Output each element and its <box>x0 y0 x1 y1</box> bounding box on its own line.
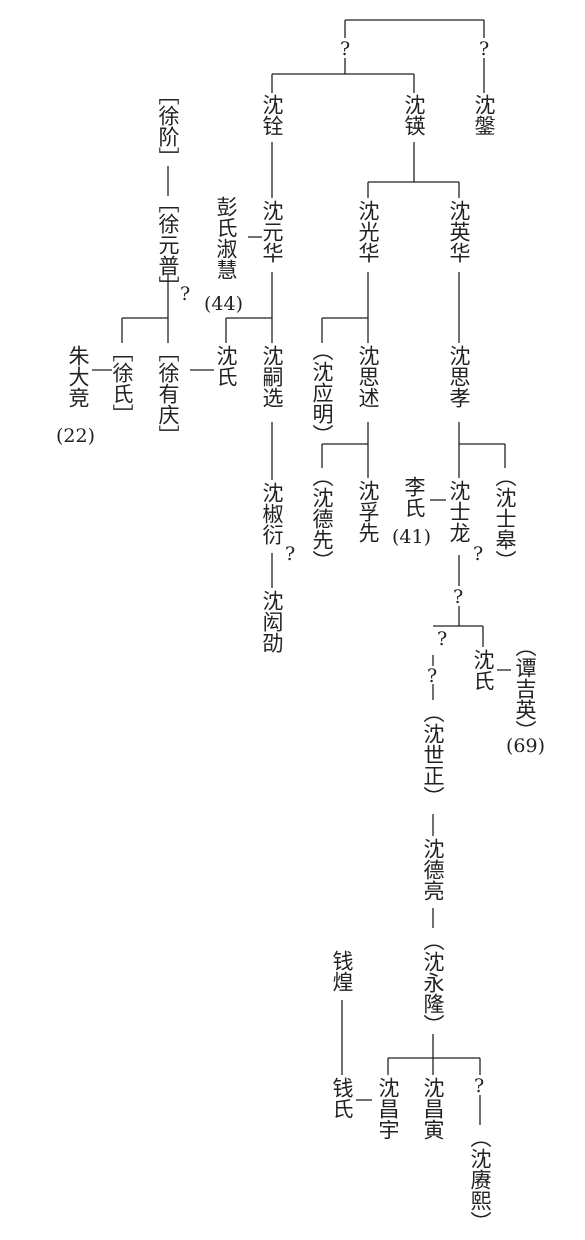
person-labels: ? ? 沈鎜 沈铨 沈锳 ［徐阶］ ［徐元普］ ? 彭氏淑慧 (44) 沈元华 … <box>56 38 545 1232</box>
person-shen-yinghua: 沈英华 <box>447 200 471 263</box>
person-shen-dexian: （沈德先） <box>310 466 334 571</box>
person-shen-guanghua: 沈光华 <box>356 200 380 263</box>
person-shen-pan: 沈鎜 <box>472 94 496 136</box>
person-li-shi: 李氏 <box>402 476 426 518</box>
person-shen-yuanhua: 沈元华 <box>260 200 284 263</box>
person-peng-shuhui: 彭氏淑慧 <box>214 196 238 280</box>
person-shen-changyu: 沈昌宇 <box>376 1077 400 1140</box>
person-shen-shi-b: 沈氏 <box>471 649 495 691</box>
person-shen-yingming: （沈应明） <box>310 340 334 445</box>
unknown-child-yonglong: ? <box>474 1075 484 1097</box>
person-tan-jiying: （谭吉英） <box>513 636 537 741</box>
person-qian-shi: 钱氏 <box>330 1077 354 1119</box>
person-shen-shizheng: （沈世正） <box>421 702 445 807</box>
person-xu-shi: ［徐氏］ <box>110 341 134 425</box>
person-shen-gengxi: （沈赓熙） <box>468 1127 492 1232</box>
person-shen-shi-a: 沈氏 <box>214 345 238 387</box>
unknown-branch-left-1: ? <box>437 628 447 650</box>
person-xu-jie: ［徐阶］ <box>156 84 180 168</box>
person-shen-wenshao: 沈闳劭 <box>260 590 284 653</box>
person-shen-zhong: 沈锳 <box>402 94 426 136</box>
person-shen-quan: 沈铨 <box>260 94 284 136</box>
person-xu-youqing: ［徐有庆］ <box>156 341 180 446</box>
person-shen-shigao: （沈士皋） <box>493 466 517 571</box>
person-zhu-age: (22) <box>56 425 95 447</box>
person-shen-changyin: 沈昌寅 <box>421 1077 445 1140</box>
unknown-ancestor-top: ? <box>340 38 350 60</box>
connector-lines <box>92 19 511 1125</box>
unknown-parent-xu: ? <box>180 283 190 305</box>
person-shen-sixiao: 沈思孝 <box>447 345 471 408</box>
person-peng-age: (44) <box>204 293 243 315</box>
person-zhu-dajing: 朱大竞 <box>66 345 90 408</box>
unknown-child-shilong: ? <box>453 586 463 608</box>
person-shen-shuyan: 沈椒衍 <box>260 482 284 545</box>
person-shen-deliang: 沈德亮 <box>421 838 445 901</box>
person-shen-sixuan: 沈嗣选 <box>260 345 284 408</box>
unknown-spouse-shuyan: ? <box>285 543 295 565</box>
person-tan-age: (69) <box>506 735 545 757</box>
person-shen-shilong: 沈士龙 <box>447 480 471 543</box>
person-shen-sishu: 沈思述 <box>356 345 380 408</box>
person-xu-yuanpu: ［徐元普］ <box>156 192 180 297</box>
person-shen-yonglong: （沈永隆） <box>421 930 445 1035</box>
person-qian-huang: 钱煌 <box>330 950 354 992</box>
person-li-age: (41) <box>392 526 431 548</box>
unknown-ancestor-top-right: ? <box>479 38 489 60</box>
unknown-branch-left-2: ? <box>427 665 437 687</box>
unknown-spouse-shilong: ? <box>473 543 483 565</box>
person-shen-fuxian: 沈孚先 <box>356 480 380 543</box>
